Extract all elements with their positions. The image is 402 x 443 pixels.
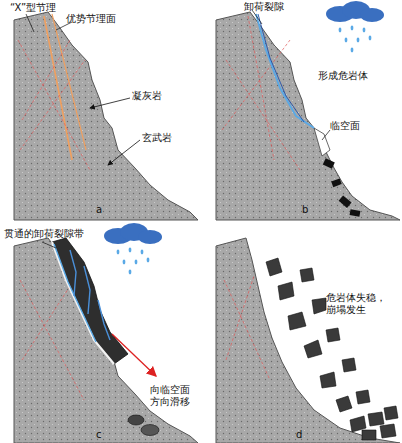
slide-arrow bbox=[112, 334, 156, 376]
x-joint bbox=[248, 16, 274, 160]
cloud-part bbox=[138, 230, 162, 244]
rock-block bbox=[278, 282, 294, 300]
annotation-label: 卸荷裂隙 bbox=[244, 1, 284, 13]
rock-block bbox=[384, 406, 398, 420]
x-joint bbox=[224, 280, 270, 380]
annotation-label: b bbox=[302, 204, 308, 216]
x-joint bbox=[22, 280, 74, 360]
rock-block bbox=[312, 298, 326, 314]
rock-block bbox=[350, 416, 366, 432]
annotation-label: “X”型节理 bbox=[10, 2, 56, 14]
annotation-label: 向临空面 方向滑移 bbox=[150, 384, 198, 408]
rock-block bbox=[368, 412, 384, 426]
annotation-label: c bbox=[96, 429, 102, 441]
x-joint bbox=[226, 276, 254, 360]
rock-block bbox=[342, 358, 356, 372]
rock-block bbox=[320, 372, 336, 388]
through-crack-zone bbox=[52, 242, 114, 364]
rock-block bbox=[339, 195, 352, 207]
falling-blocks bbox=[323, 158, 361, 217]
unloading-crack bbox=[256, 14, 314, 128]
rock-block bbox=[336, 396, 352, 412]
raindrops bbox=[339, 26, 372, 53]
rock-block bbox=[331, 178, 342, 187]
annotation-label: 贯通的卸荷裂隙带 bbox=[4, 228, 84, 240]
annotation-label: 危岩体失稳， 崩塌发生 bbox=[326, 292, 390, 316]
rain-cloud bbox=[104, 223, 162, 274]
rock-block bbox=[323, 158, 335, 169]
annotation-label: 临空面 bbox=[330, 120, 360, 132]
rock-block bbox=[356, 390, 370, 404]
rock-block bbox=[350, 209, 361, 217]
rock-block bbox=[288, 312, 306, 330]
rock-slope bbox=[14, 12, 198, 220]
rock-debris bbox=[128, 415, 144, 425]
rock-slope bbox=[14, 238, 198, 443]
annotation-label: a bbox=[96, 204, 102, 216]
annotation-label: 玄武岩 bbox=[142, 132, 172, 144]
leader-line bbox=[252, 10, 262, 24]
leader-line bbox=[26, 14, 34, 32]
x-joint bbox=[226, 60, 300, 170]
rock-slope bbox=[216, 238, 400, 443]
x-joint bbox=[18, 40, 90, 170]
leader-line bbox=[42, 242, 56, 248]
panel-c bbox=[14, 223, 198, 443]
rain-cloud bbox=[326, 1, 384, 52]
unstable-rock-mass bbox=[52, 238, 128, 364]
annotation-label: 形成危岩体 bbox=[318, 70, 368, 82]
panel-a bbox=[14, 12, 198, 220]
rock-slope bbox=[216, 12, 400, 220]
x-joint bbox=[20, 60, 85, 150]
annotation-label: 凝灰岩 bbox=[132, 90, 162, 102]
free-face-cavity bbox=[314, 128, 330, 156]
panel-b bbox=[216, 1, 400, 220]
rock-block bbox=[380, 424, 396, 438]
leader-line bbox=[322, 130, 330, 140]
rock-block bbox=[326, 328, 340, 342]
cloud-part bbox=[360, 8, 384, 22]
rock-block bbox=[266, 258, 282, 276]
collapsed-blocks bbox=[266, 258, 398, 440]
rock-debris bbox=[141, 425, 159, 436]
annotation-label: 优势节理面 bbox=[66, 13, 116, 25]
pointer-arrow bbox=[108, 140, 140, 165]
water-seepage bbox=[70, 250, 110, 340]
rock-block bbox=[304, 340, 322, 358]
dominant-joint bbox=[52, 14, 86, 150]
rock-block bbox=[362, 430, 376, 440]
rock-block bbox=[300, 268, 314, 282]
pointer-arrow bbox=[90, 98, 130, 108]
annotation-label: d bbox=[296, 429, 302, 441]
x-joint bbox=[22, 40, 70, 120]
unloading-crack bbox=[258, 14, 304, 122]
panel-d bbox=[216, 238, 400, 443]
raindrops bbox=[117, 248, 150, 275]
